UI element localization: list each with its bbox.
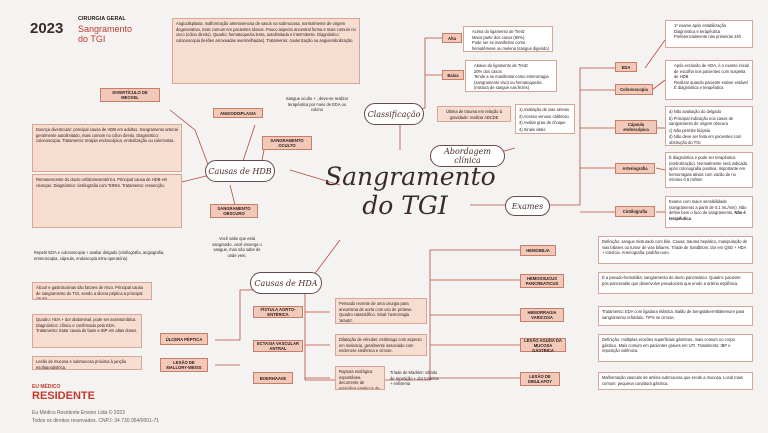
label-ulcera-peptica: ÚLCERA PÉPTICA (160, 333, 208, 345)
node-causas-hda: Causas de HDA (250, 272, 322, 294)
capsula-item: d) Não deve ser feita em pacientes com o… (669, 134, 742, 145)
box-hemobilia: Definição: sangue misturado com bile. Ca… (598, 236, 753, 264)
box-baixa: Abaixo do ligamento de Treitz 20% dos ca… (465, 60, 557, 92)
box-fistula: Pensado recente de uma cirurgia para ane… (335, 298, 427, 324)
cintilo-text: Exame com maior sensibilidade (sangramen… (669, 199, 747, 216)
colono-item: Após exclusão de HDA, é o exame inicial … (674, 63, 749, 80)
header-title-1: Sangramento (78, 24, 133, 34)
capsula-item: b) Principal indicação nos casos de sang… (669, 115, 734, 127)
box-lesao-mallory: Lesão de mucosa e submucosa próxima à ju… (32, 356, 142, 370)
angio-note: Sangue oculto + ; deve-se realizar terap… (285, 96, 349, 113)
label-boerhaave: BOERHAAVE (253, 372, 293, 384)
colono-item: Realizar quando paciente estiver estável (674, 80, 749, 86)
abordagem-step: 4) Sinais vitais (519, 126, 546, 132)
box-dieulafoy: Malformação vascular de artéria submucos… (598, 372, 753, 390)
obscuro-note: Você sabe que está sangrando, você enxer… (212, 236, 262, 258)
box-diverticulo: Remanescente do ducto onfalomesentérico.… (32, 174, 182, 228)
footer-copyright: Eu Médico Residente Ensino Ltda © 2023 (32, 410, 125, 416)
colono-item: É diagnóstica e terapêutica (674, 85, 749, 91)
label-cintilografia: Cintilografia (615, 206, 655, 217)
box-colonoscopia: Após exclusão de HDA, é o exame inicial … (665, 60, 753, 100)
box-boerhaave: Ruptura esofágica espontânea decorrente … (335, 366, 385, 390)
mackler-note: Tríade de Mackler: vômito de repetição +… (390, 370, 439, 387)
brand-bottom: RESIDENTE (32, 390, 95, 402)
header-title-2: do TGI (78, 34, 106, 44)
node-abordagem: Abordagem clínica (430, 145, 505, 167)
abordagem-step: 2) Acesso venoso calibroso (519, 113, 569, 119)
label-hemobilia: HEMOBILIA (520, 245, 556, 256)
label-eda: EDA (615, 62, 637, 72)
alta-item: Acima do ligamento de Treitz (472, 29, 549, 35)
label-alta: Alta (442, 33, 462, 43)
abordagem-left: Última de trauma em relação à gravidade:… (437, 106, 511, 122)
label-varizes: HEMORRAGIA VARICOSA (520, 308, 564, 322)
baixa-item: Abaixo do ligamento de Treitz (474, 63, 553, 69)
box-lesao-aguda: Definição: múltiplas erosões superficiai… (598, 334, 753, 362)
box-ectasia: Dilatação de vênulas: estômago com aspec… (335, 334, 427, 356)
baixa-item: 20% dos casos (474, 69, 553, 75)
hdb-bottom-note: Repetir EDA e colonoscopia + avaliar del… (34, 250, 165, 261)
cintilo-bold: Não é terapêutica (669, 210, 746, 221)
box-cintilografia: Exame com maior sensibilidade (sangramen… (665, 196, 753, 228)
header-year: 2023 (30, 20, 64, 37)
label-ectasia: ECTASIA VASCULAR ANTRAL (253, 340, 303, 352)
abordagem-step: 3) Avaliar grau de choque (519, 120, 566, 126)
node-causas-hdb: Causas de HDB (205, 160, 275, 182)
node-classificacao: Classificação (364, 103, 424, 125)
box-hda-intro: Álcool e gastrotoxinas são fatores de ri… (32, 282, 152, 300)
box-ulcera: Quadro: HDA + dor abdominal, pode ser as… (32, 314, 142, 348)
header-subject: CIRURGIA GERAL (78, 16, 126, 22)
label-mallory-weiss: LESÃO DE MALLORY-WEISS (160, 358, 208, 372)
alta-item: Pode ser se manifestar como hematêmese o… (472, 40, 549, 51)
box-hemosuccus: É a pseudo-hemobilia: sangramento do duc… (598, 272, 753, 294)
label-lesao-aguda: LESÃO AGUDA DA MUCOSA GÁSTRICA (520, 338, 566, 353)
abordagem-list: 1) Avaliação de vias aéreas 2) Acesso ve… (515, 104, 575, 134)
label-arteriografia: Arteriografia (615, 163, 655, 174)
label-sangramento-obscuro: SANGRAMENTO OBSCURO (210, 204, 258, 218)
label-dieulafoy: LESÃO DE DIEULAFOY (520, 372, 560, 386)
capsula-item: c) Não permite biópsia (669, 127, 710, 133)
eda-item: 1º exame após estabilização (674, 23, 749, 29)
box-arteriografia: É diagnóstica e pode ser terapêutica (em… (665, 152, 753, 188)
box-doenca-diverticular: Doença diverticular: principal causa de … (32, 124, 182, 172)
baixa-item: Tende a se manifestar como enterorragia … (474, 74, 553, 91)
eda-item: Diagnóstica e terapêutica (674, 29, 749, 35)
label-sangramento-oculto: SANGRAMENTO OCULTO (262, 136, 312, 150)
center-title-line2: do TGI (362, 191, 448, 220)
eda-item: Preferencialmente nas primeiras 24h (674, 34, 749, 40)
capsula-item: a) Não avaliação do delgado (669, 109, 722, 114)
brand-top: EU MÉDICO (32, 384, 61, 390)
label-fistula: FÍSTULA AORTO-ENTÉRICA (253, 306, 303, 318)
label-diverticulo: DIVERTÍCULO DE MECKEL (100, 88, 160, 102)
box-alta: Acima do ligamento de Treitz Maior parte… (463, 26, 553, 52)
box-eda: 1º exame após estabilização Diagnóstica … (665, 20, 753, 48)
label-angiodisplasia: ANGIODISPLASIA (213, 108, 263, 118)
label-hemosuccus: HEMOSSUCUS PANCREATICUS (520, 274, 564, 288)
footer-logo: EU MÉDICO RESIDENTE (32, 384, 102, 408)
box-upper-causes: Angiodisplasia: malformação arteriovenos… (172, 18, 360, 84)
box-varizes: Tratamento: EDA com ligadura elástica. B… (598, 306, 753, 326)
box-capsula: a) Não avaliação do delgado b) Principal… (665, 106, 753, 146)
label-colonoscopia: Colonoscopia (615, 84, 653, 95)
node-exames: Exames (505, 196, 550, 216)
label-capsula: Cápsula endoscópica (615, 120, 657, 134)
alta-item: Maior parte dos casos (80%) (472, 35, 549, 41)
footer-rights: Todos os direitos reservados. CNPJ: 34.7… (32, 418, 160, 424)
label-baixa: Baixa (442, 70, 464, 80)
abordagem-step: 1) Avaliação de vias aéreas (519, 107, 569, 112)
center-title: Sangramento do TGI (325, 162, 496, 242)
